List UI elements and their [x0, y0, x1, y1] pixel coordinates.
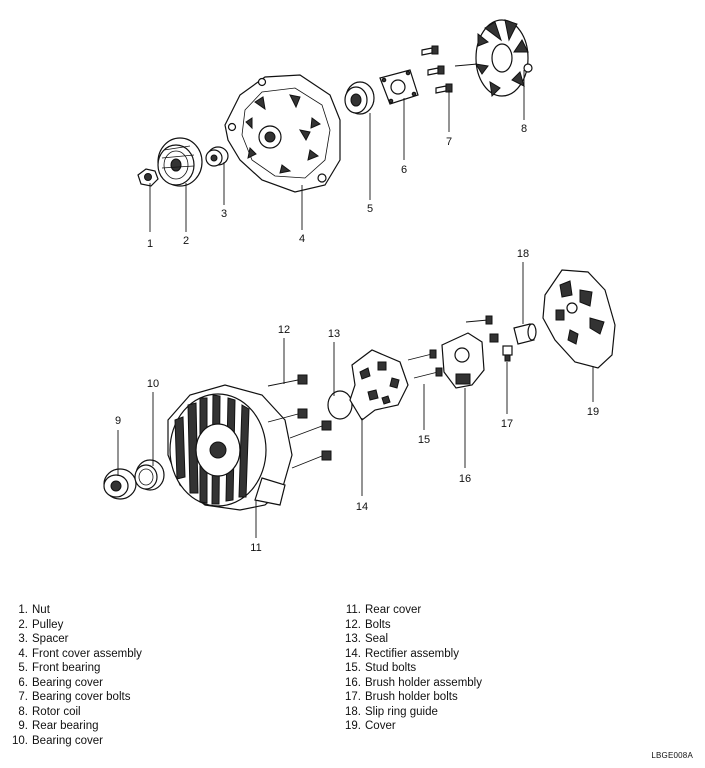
- parts-legend-right: 11.Rear cover 12.Bolts 13.Seal 14.Rectif…: [339, 603, 482, 734]
- callout-18: 18: [517, 248, 529, 260]
- legend-item: 10.Bearing cover: [12, 734, 103, 747]
- legend-item: 14.Rectifier assembly: [345, 647, 459, 660]
- legend-item: 6.Bearing cover: [18, 676, 103, 689]
- part-rear-cover: [167, 384, 293, 511]
- part-pulley: [157, 137, 203, 187]
- callout-4: 4: [299, 233, 305, 245]
- part-bearing-cover: [379, 69, 419, 105]
- callout-14: 14: [356, 501, 368, 513]
- callout-3: 3: [221, 208, 227, 220]
- callout-1: 1: [147, 238, 153, 250]
- part-seal: [327, 390, 353, 420]
- exploded-view-diagram: 1 2 3 4 5 6 7 8 9 10 11 12 13 14 15 16 1…: [103, 19, 616, 554]
- callout-17: 17: [501, 418, 513, 430]
- callout-labels: 1 2 3 4 5 6 7 8 9 10 11 12 13 14 15 16 1…: [115, 123, 599, 554]
- callout-16: 16: [459, 473, 471, 485]
- legend-item: 19.Cover: [345, 720, 396, 732]
- legend-item: 2.Pulley: [18, 618, 64, 631]
- legend-item: 16.Brush holder assembly: [345, 676, 482, 689]
- part-rear-bearing-cover: [134, 459, 165, 491]
- part-front-bearing: [344, 81, 375, 115]
- part-brush-holder-bolts: [502, 345, 513, 362]
- callout-9: 9: [115, 415, 121, 427]
- legend-item: 9.Rear bearing: [18, 720, 99, 732]
- part-rear-bearing: [103, 468, 137, 500]
- part-cover: [542, 269, 616, 369]
- callout-10: 10: [147, 378, 159, 390]
- legend-item: 7.Bearing cover bolts: [18, 691, 131, 703]
- part-spacer: [205, 146, 229, 167]
- legend-item: 5.Front bearing: [18, 662, 101, 674]
- leader-lines: [117, 70, 594, 538]
- part-rotor-coil: [454, 19, 533, 98]
- legend-item: 15.Stud bolts: [345, 662, 417, 674]
- part-front-cover: [224, 74, 341, 193]
- figure-code: LBGE008A: [651, 751, 693, 760]
- part-stud-bolts: [407, 349, 443, 379]
- callout-7: 7: [446, 136, 452, 148]
- legend-item: 17.Brush holder bolts: [345, 691, 458, 703]
- callout-12: 12: [278, 324, 290, 336]
- legend-item: 12.Bolts: [345, 618, 391, 631]
- legend-item: 3.Spacer: [18, 633, 69, 645]
- callout-8: 8: [521, 123, 527, 135]
- part-bolts: [267, 374, 332, 469]
- callout-5: 5: [367, 203, 373, 215]
- callout-13: 13: [328, 328, 340, 340]
- callout-15: 15: [418, 434, 430, 446]
- callout-2: 2: [183, 235, 189, 247]
- part-rectifier: [349, 349, 409, 421]
- legend-item: 1.Nut: [18, 604, 50, 616]
- part-bearing-cover-bolts: [421, 45, 453, 94]
- parts-legend-left: 1.Nut 2.Pulley 3.Spacer 4.Front cover as…: [6, 603, 142, 748]
- legend-item: 18.Slip ring guide: [345, 705, 438, 718]
- part-nut: [137, 168, 159, 187]
- legend-item: 8.Rotor coil: [18, 705, 81, 718]
- part-brush-holder: [441, 315, 499, 389]
- legend-item: 4.Front cover assembly: [18, 647, 142, 660]
- callout-19: 19: [587, 406, 599, 418]
- legend-item: 13.Seal: [345, 633, 389, 645]
- part-slip-ring-guide: [513, 323, 537, 345]
- callout-6: 6: [401, 164, 407, 176]
- legend-item: 11.Rear cover: [345, 604, 422, 616]
- callout-11: 11: [250, 542, 261, 554]
